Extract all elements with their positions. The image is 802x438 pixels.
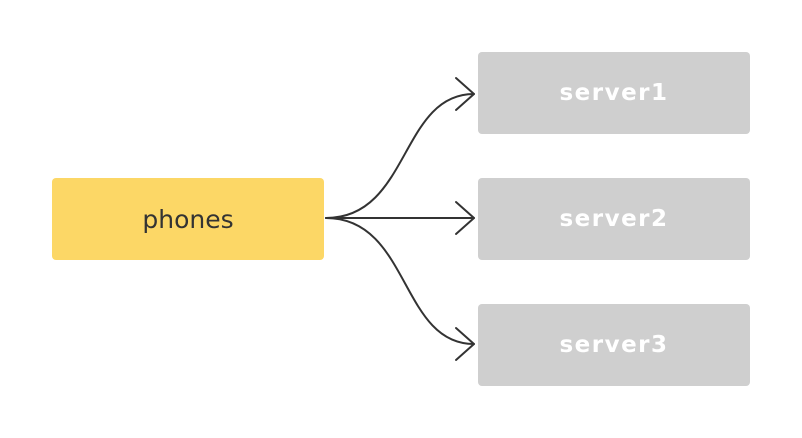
server2-label: server2 [559,206,669,232]
server1-node: server1 [478,52,750,134]
edge-phones-server1 [325,93,475,219]
phones-label: phones [142,204,234,234]
arrowhead-server2 [455,201,475,235]
arrowhead-server1 [455,77,475,111]
server3-label: server3 [559,332,669,358]
server2-node: server2 [478,178,750,260]
arrowhead-server3 [455,327,475,361]
server1-label: server1 [559,80,669,106]
edge-phones-server3 [325,217,475,345]
phones-node: phones [52,178,324,260]
server3-node: server3 [478,304,750,386]
